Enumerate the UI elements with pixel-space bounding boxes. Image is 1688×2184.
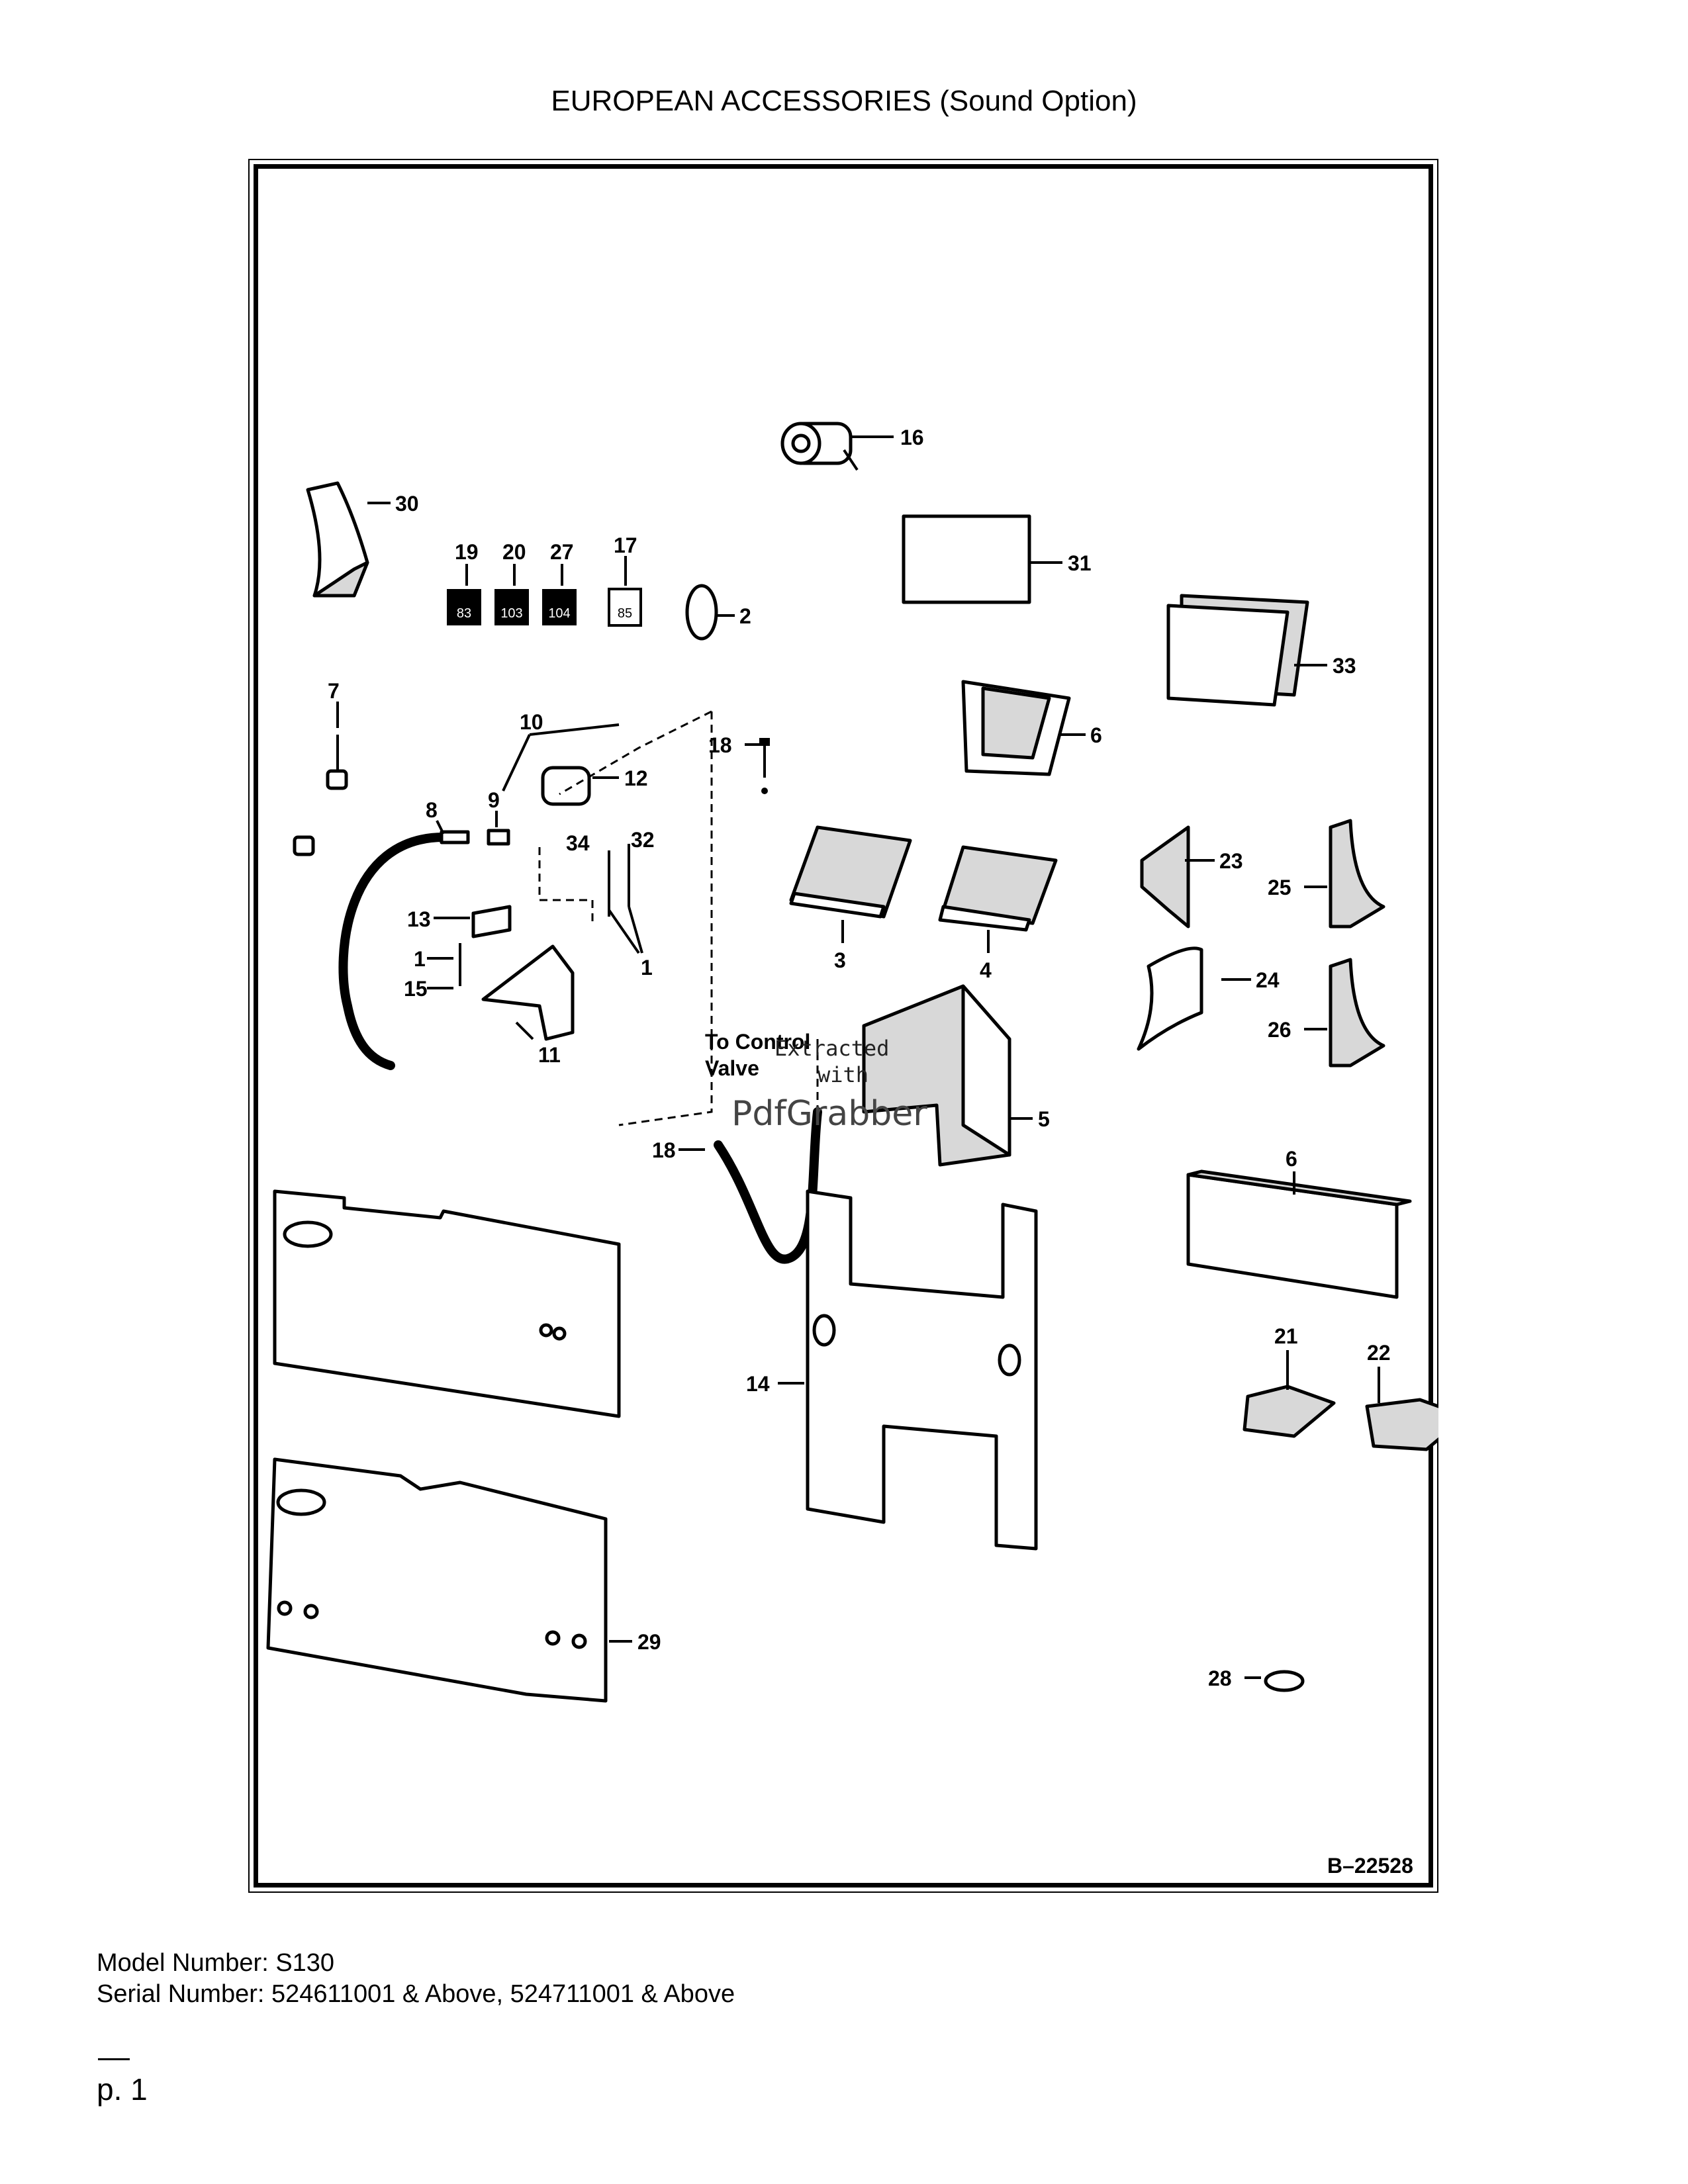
decal-20-value: 103 bbox=[500, 606, 522, 621]
serial-number: Serial Number: 524611001 & Above, 524711… bbox=[97, 1980, 735, 2008]
callout-21: 21 bbox=[1274, 1324, 1298, 1348]
decal-27: 104 bbox=[542, 589, 577, 625]
part-29-panel bbox=[266, 1457, 608, 1703]
callout-1-right: 1 bbox=[641, 956, 653, 979]
page-title: EUROPEAN ACCESSORIES (Sound Option) bbox=[551, 85, 1137, 117]
part-28-clamp bbox=[1264, 1670, 1305, 1692]
callout-33: 33 bbox=[1333, 654, 1356, 678]
part-6-channel-top bbox=[961, 680, 1071, 776]
callout-29: 29 bbox=[637, 1630, 661, 1654]
part-6-foam-lower bbox=[1186, 1169, 1412, 1299]
diagram-frame-inner-border bbox=[254, 164, 1433, 1888]
part-23-panel bbox=[1140, 825, 1190, 929]
part-24-shield bbox=[1137, 946, 1203, 1051]
decal-17-value: 85 bbox=[618, 606, 632, 621]
part-25-corner bbox=[1329, 819, 1385, 929]
callout-8: 8 bbox=[426, 798, 438, 822]
part-18-bolt bbox=[759, 738, 770, 794]
callout-23: 23 bbox=[1219, 849, 1243, 873]
part-21-pad bbox=[1243, 1385, 1336, 1438]
part-18-hose bbox=[714, 1107, 822, 1264]
callout-34: 34 bbox=[566, 831, 590, 855]
callout-17: 17 bbox=[614, 533, 637, 557]
callout-7: 7 bbox=[328, 679, 340, 703]
drawing-id: B–22528 bbox=[1327, 1854, 1413, 1878]
callout-18-lower: 18 bbox=[652, 1138, 676, 1162]
part-3-wedge bbox=[789, 825, 912, 919]
part-14-floor-panel bbox=[806, 1189, 1038, 1551]
callout-27: 27 bbox=[550, 540, 574, 564]
part-22-pad bbox=[1365, 1398, 1438, 1451]
part-33-foam-block bbox=[1166, 594, 1309, 707]
watermark-with: with bbox=[818, 1062, 868, 1087]
callout-15: 15 bbox=[404, 977, 428, 1001]
callout-4: 4 bbox=[980, 958, 992, 982]
decal-27-value: 104 bbox=[548, 606, 570, 621]
part-26-corner bbox=[1329, 958, 1385, 1068]
callout-28: 28 bbox=[1208, 1666, 1232, 1690]
model-number: Model Number: S130 bbox=[97, 1949, 335, 1977]
callout-13: 13 bbox=[407, 907, 431, 931]
part-7-fitting bbox=[326, 735, 348, 790]
callout-6-top: 6 bbox=[1090, 723, 1102, 747]
callout-12: 12 bbox=[624, 766, 648, 790]
part-12-valve bbox=[502, 723, 620, 806]
part-4-wedge bbox=[938, 845, 1058, 932]
callout-3: 3 bbox=[834, 948, 846, 972]
hose-end-fitting bbox=[440, 830, 470, 844]
part-30-bracket bbox=[306, 481, 369, 598]
callout-22: 22 bbox=[1367, 1341, 1391, 1365]
large-side-panel bbox=[273, 1189, 621, 1418]
panel-hole-a bbox=[812, 1314, 836, 1347]
note-valve: Valve bbox=[705, 1056, 759, 1080]
callout-26: 26 bbox=[1268, 1018, 1291, 1042]
part-11-bracket bbox=[481, 944, 575, 1041]
page-divider bbox=[98, 2058, 130, 2060]
callout-24: 24 bbox=[1256, 968, 1280, 992]
assembly-dashed-line-right bbox=[618, 711, 713, 1126]
watermark-logo: PdfGrabber bbox=[731, 1094, 927, 1134]
callout-5: 5 bbox=[1038, 1107, 1050, 1131]
part-9-fitting bbox=[487, 829, 510, 846]
watermark-extracted: Extracted bbox=[774, 1036, 889, 1061]
part-2-o-ring bbox=[685, 584, 718, 641]
assembly-dashed-line bbox=[559, 710, 712, 796]
part-8-hose bbox=[338, 833, 448, 1070]
note-to-control: To Control bbox=[705, 1030, 810, 1054]
leader-lines bbox=[336, 435, 1380, 1679]
decal-20: 103 bbox=[494, 589, 529, 625]
callout-31: 31 bbox=[1068, 551, 1092, 575]
callout-10: 10 bbox=[520, 710, 543, 734]
page-number: p. 1 bbox=[97, 2072, 148, 2107]
callout-2: 2 bbox=[739, 604, 751, 628]
callout-16: 16 bbox=[900, 426, 924, 449]
callout-20: 20 bbox=[502, 540, 526, 564]
callout-9: 9 bbox=[488, 788, 500, 812]
part-5-cover bbox=[862, 984, 1011, 1167]
decal-17: 85 bbox=[608, 588, 642, 627]
callout-32: 32 bbox=[631, 828, 655, 852]
decal-19: 83 bbox=[447, 589, 481, 625]
diagram-frame bbox=[248, 159, 1438, 1893]
assembly-dashed-line-left bbox=[538, 847, 594, 927]
callout-11: 11 bbox=[538, 1043, 561, 1067]
callout-14: 14 bbox=[746, 1372, 770, 1396]
panel-hole-b bbox=[998, 1343, 1021, 1377]
callout-19: 19 bbox=[455, 540, 479, 564]
part-31-panel bbox=[902, 514, 1031, 604]
callout-25: 25 bbox=[1268, 876, 1291, 899]
decal-19-value: 83 bbox=[457, 606, 471, 621]
callout-18-top: 18 bbox=[708, 733, 732, 757]
part-13-plate bbox=[471, 905, 512, 938]
fitting bbox=[293, 835, 315, 856]
callout-30: 30 bbox=[395, 492, 419, 516]
parts-diagram: 83 103 104 85 bbox=[266, 422, 1438, 1878]
part-16-fan-motor bbox=[780, 422, 859, 471]
callout-1-left: 1 bbox=[414, 947, 426, 971]
callout-6-lower: 6 bbox=[1286, 1147, 1297, 1171]
